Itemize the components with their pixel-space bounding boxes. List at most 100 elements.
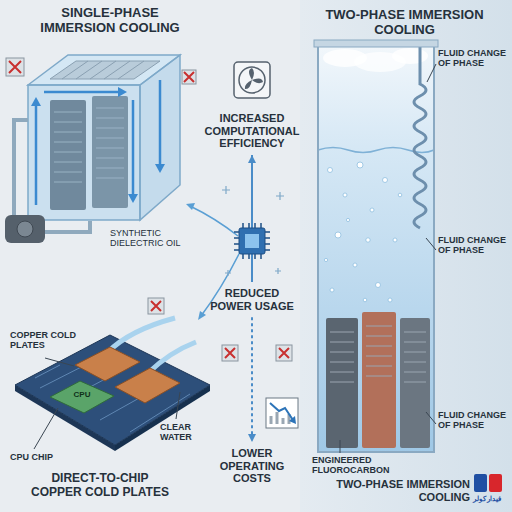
red-cross [184,72,194,82]
bubble [366,238,370,242]
bubble [398,193,402,197]
copper-plate [75,347,140,381]
text-label: COPPER COLD PLATES [10,330,80,351]
chart-arrowhead [289,416,296,424]
pipe [14,120,28,215]
panel-region: COPPER COLD PLATES CPU CPU CHIP CLEAR WATER… [0,296,198,512]
text-label: REDUCED POWER USAGE [208,287,296,312]
flow-arrowhead [128,194,138,203]
tank-side [140,55,180,220]
bubble [346,218,349,221]
bubbles [324,162,401,302]
text-slot: COPPER COLD PLATES [10,330,80,351]
bubble [383,178,388,183]
no-fan-icon [6,58,24,76]
watermark-slot: فیدار کولر [464,495,510,503]
bubble [335,232,341,238]
fan-icon [234,62,270,98]
flow-arrowhead [31,97,41,106]
panel-region: TWO-PHASE IMMERSION COOLING FLUID CHANGE … [310,0,512,512]
pointer-arrow [190,206,238,236]
chart-icon [266,398,298,428]
text-slot: CLEAR WATER [160,422,198,443]
fan-ring [239,67,265,93]
text-label: SYNTHETIC DIELECTRIC OIL [110,228,195,249]
water-pipe [108,318,175,352]
text-slot: FLUID CHANGE OF PHASE [438,48,508,69]
bubble [353,263,357,267]
text-label: TWO-PHASE IMMERSION COOLING [330,478,470,503]
fan-blades [245,68,263,89]
bubble [343,193,347,197]
water-pipe [148,342,196,373]
bubble [363,298,367,302]
text-slot: DIRECT-TO-CHIP COPPER COLD PLATES [25,472,175,500]
tank-wall [318,45,434,452]
text-label: CLEAR WATER [160,422,198,443]
text-slot: FLUID CHANGE OF PHASE [438,410,508,431]
copper-plate [115,368,180,403]
leader-line [34,408,58,449]
text-label: DIRECT-TO-CHIP COPPER COLD PLATES [25,472,175,500]
pump-wheel [17,221,33,237]
text-slot: SINGLE-PHASE IMMERSION COOLING [25,6,195,36]
bubble [393,238,397,242]
text-label: SINGLE-PHASE IMMERSION COOLING [25,6,195,36]
grille-lines [62,61,144,79]
panel-region: SINGLE-PHASE IMMERSION COOLING SYNTHETIC … [0,0,198,262]
text-slot: SYNTHETIC DIELECTRIC OIL [110,228,195,249]
pump [5,215,45,243]
connector [248,317,256,442]
chip-pins [234,223,270,259]
flow-arrowhead [118,87,127,97]
bubble [388,298,392,302]
leader-line [45,358,74,366]
text-label: CPU CHIP [10,452,70,462]
red-cross [151,301,161,311]
vapor [392,48,428,64]
text-slot: ENGINEERED FLUOROCARBON [312,455,397,476]
arrowhead [248,155,256,163]
text-label: فیدار کولر [464,495,510,503]
leader-line [427,64,436,82]
red-cross [225,348,235,358]
logo-mark [474,474,487,492]
bubble [370,208,374,212]
red-cross [9,61,21,73]
text-slot: FLUID CHANGE OF PHASE [438,235,508,256]
server-rack-hot [362,312,396,448]
right-panel-ground [300,0,512,512]
leader-line [340,440,341,453]
flow-arrow [159,80,162,166]
tank-rim [314,40,438,47]
chart-bars [271,412,289,424]
bubble [330,288,334,292]
flow-arrow [132,100,135,196]
text-slot: TWO-PHASE IMMERSION COOLING [330,478,470,503]
text-label: CPU [70,390,94,399]
pointer-arrowhead [198,311,206,320]
leader-line [426,238,436,250]
red-cross [279,348,289,358]
text-slot: CPU CHIP [10,452,70,462]
logo-mark [489,474,502,492]
leader-line [426,412,436,424]
server-rack [326,318,358,448]
pipe [45,221,90,232]
chip-core [245,234,259,248]
chart-trend [270,403,293,420]
text-slot: TWO-PHASE IMMERSION COOLING [322,8,487,38]
text-label: INCREASED COMPUTATIONAL EFFICIENCY [198,112,306,150]
text-label: ENGINEERED FLUOROCARBON [312,455,397,476]
tank-front [28,85,140,220]
bubble [324,258,327,261]
connector-line [251,317,253,442]
text-label: FLUID CHANGE OF PHASE [438,410,508,431]
bubble [376,283,381,288]
text-label: LOWER OPERATING COSTS [216,447,288,485]
